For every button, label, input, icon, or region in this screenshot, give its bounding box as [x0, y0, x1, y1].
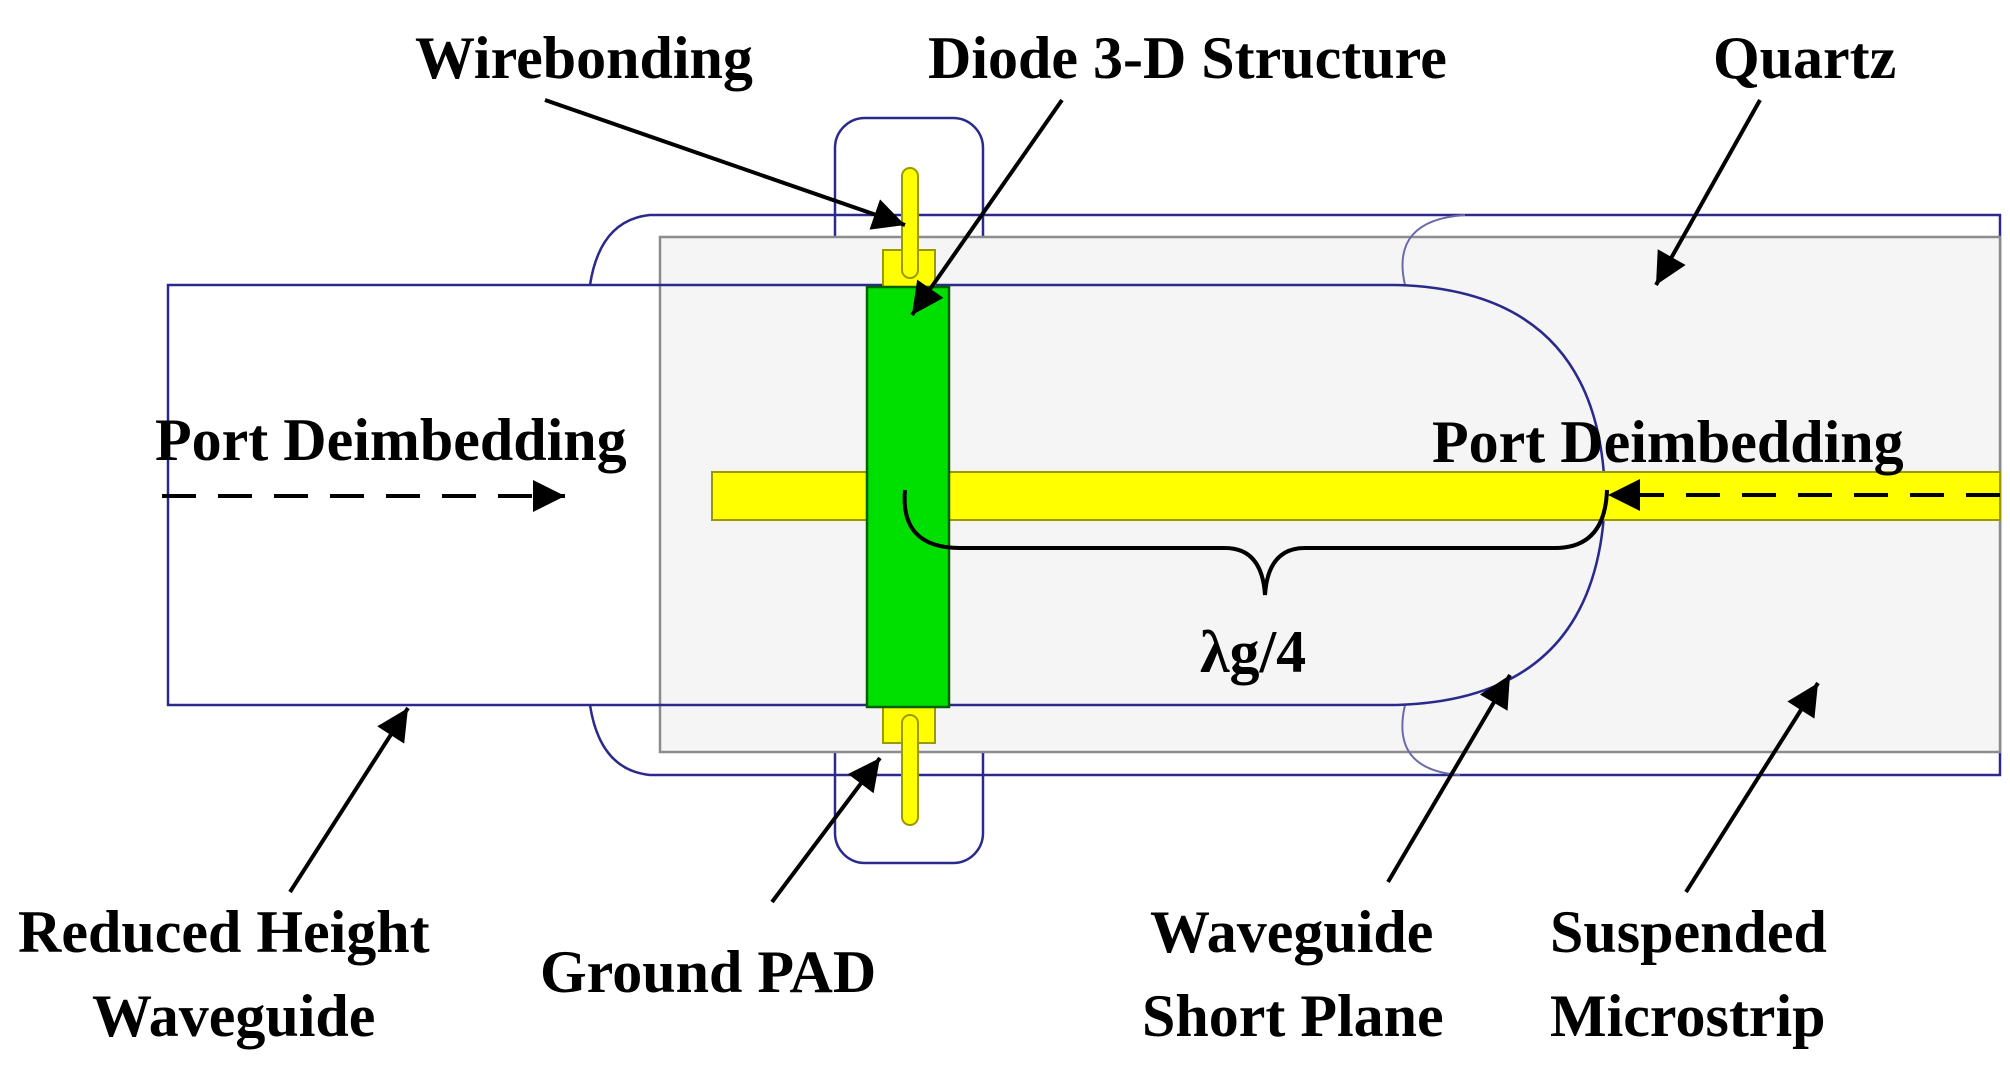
label-reduced-height-line1: Reduced Height [18, 899, 430, 965]
label-short-plane-line2: Short Plane [1142, 983, 1444, 1049]
label-short-plane-line1: Waveguide [1150, 899, 1433, 965]
arrow-ground-pad [770, 756, 882, 904]
arrow-quartz [1654, 99, 1762, 286]
label-suspended-line2: Microstrip [1550, 983, 1825, 1049]
label-ground-pad: Ground PAD [540, 939, 876, 1005]
label-port-right: Port Deimbedding [1432, 409, 1904, 475]
label-quarter-wave: λg/4 [1200, 619, 1306, 685]
label-reduced-height-line2: Waveguide [92, 983, 375, 1049]
wirebond-wire-bottom [901, 714, 919, 826]
arrow-reduced-height [288, 706, 410, 894]
arrow-suspended-microstrip [1684, 681, 1820, 894]
label-quartz: Quartz [1713, 25, 1896, 91]
quarter-wave-brace [902, 489, 1609, 596]
arrow-diode [910, 98, 1064, 317]
label-wirebonding: Wirebonding [415, 25, 753, 91]
label-diode: Diode 3-D Structure [928, 25, 1447, 91]
label-port-left: Port Deimbedding [155, 407, 627, 473]
arrow-wirebonding [544, 98, 906, 230]
label-suspended-line1: Suspended [1550, 899, 1827, 965]
quartz-inner-curve [1401, 214, 1466, 776]
arrow-short-plane [1386, 673, 1512, 884]
diode-structure [865, 285, 951, 709]
